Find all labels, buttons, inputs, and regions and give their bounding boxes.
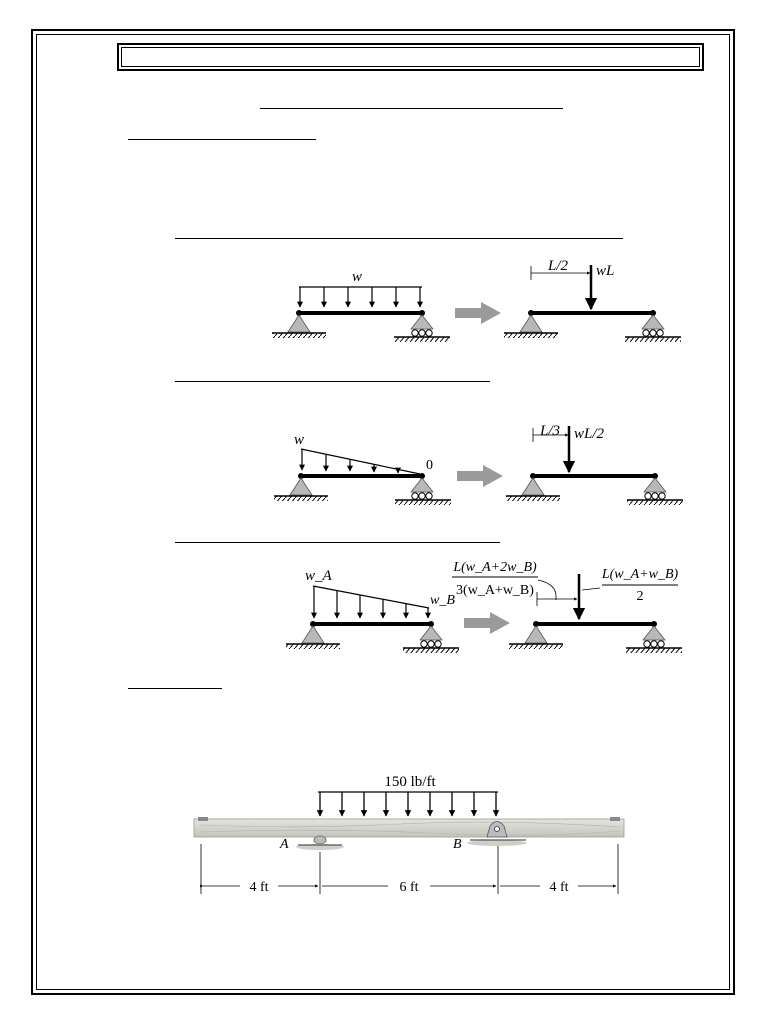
triangular-load-arrows (299, 449, 401, 474)
pin-support-icon (519, 314, 543, 333)
case-2-heading-underline (175, 381, 490, 382)
result-distance: L/3 (539, 423, 560, 439)
pin-support-icon (289, 477, 313, 496)
pin-support-icon (521, 477, 545, 496)
equivalence-arrow-icon (457, 465, 503, 487)
end-label: 0 (426, 458, 433, 473)
roller-support-icon (410, 314, 434, 330)
pin-support-icon (287, 314, 311, 333)
result-distance: L/2 (547, 258, 569, 274)
load-label: w (352, 269, 362, 285)
uniform-load-arrows (316, 792, 500, 817)
result-force: wL (596, 263, 614, 279)
load-label: w (294, 432, 304, 448)
distance-denominator: 3(w_A+w_B) (456, 583, 534, 598)
page-border-inner (36, 34, 730, 990)
distance-leader (537, 579, 557, 600)
case-1-heading-underline (175, 238, 623, 239)
dimension-3: 4 ft (549, 880, 568, 895)
uniform-load-arrows (297, 287, 423, 308)
case-3-heading-underline (175, 542, 500, 543)
roller-support-icon (643, 477, 667, 493)
support-b-label: B (453, 837, 462, 852)
wooden-beam (193, 818, 625, 838)
roller-support-icon (419, 625, 443, 641)
equivalence-arrow-icon (464, 612, 510, 634)
case-3-beam-diagram: w_A w_B L(w_A+2w_B) 3(w_A+w_B) L(w_A+w_B… (286, 560, 682, 653)
pin-support-icon (524, 625, 548, 644)
force-denominator: 2 (637, 589, 644, 604)
header-box (117, 43, 704, 71)
example-beam-diagram: 150 lb/ft A B 4 ft 6 ft 4 ft (193, 774, 625, 895)
dimension-lines (200, 844, 619, 894)
dimension-2: 6 ft (399, 880, 418, 895)
roller-support-icon (641, 314, 665, 330)
load-left-label: w_A (305, 568, 333, 584)
dimension-1: 4 ft (249, 880, 268, 895)
case-2-beam-diagram: w 0 L/3 wL/2 (274, 423, 683, 505)
force-numerator: L(w_A+w_B) (601, 567, 679, 582)
distance-numerator: L(w_A+2w_B) (452, 560, 537, 575)
trapezoidal-load-arrows (311, 586, 431, 619)
equivalence-arrow-icon (455, 302, 501, 324)
triangular-load-line (300, 448, 421, 475)
load-right-label: w_B (430, 593, 455, 608)
support-a-label: A (279, 837, 289, 852)
result-force: wL/2 (574, 426, 605, 442)
load-label: 150 lb/ft (384, 774, 436, 790)
header-box-inner (121, 47, 700, 67)
roller-support-icon (410, 477, 434, 493)
roller-support-icon (642, 625, 666, 641)
subheading-1-underline (128, 139, 316, 140)
pin-support-icon (301, 625, 325, 644)
subheading-2-underline (128, 688, 222, 689)
case-1-beam-diagram: w L/2 wL (272, 258, 681, 342)
section-title-underline (260, 108, 563, 109)
trapezoidal-load-line (312, 585, 430, 609)
roller-support-a-icon (313, 835, 327, 845)
page-border-outer (31, 29, 735, 995)
